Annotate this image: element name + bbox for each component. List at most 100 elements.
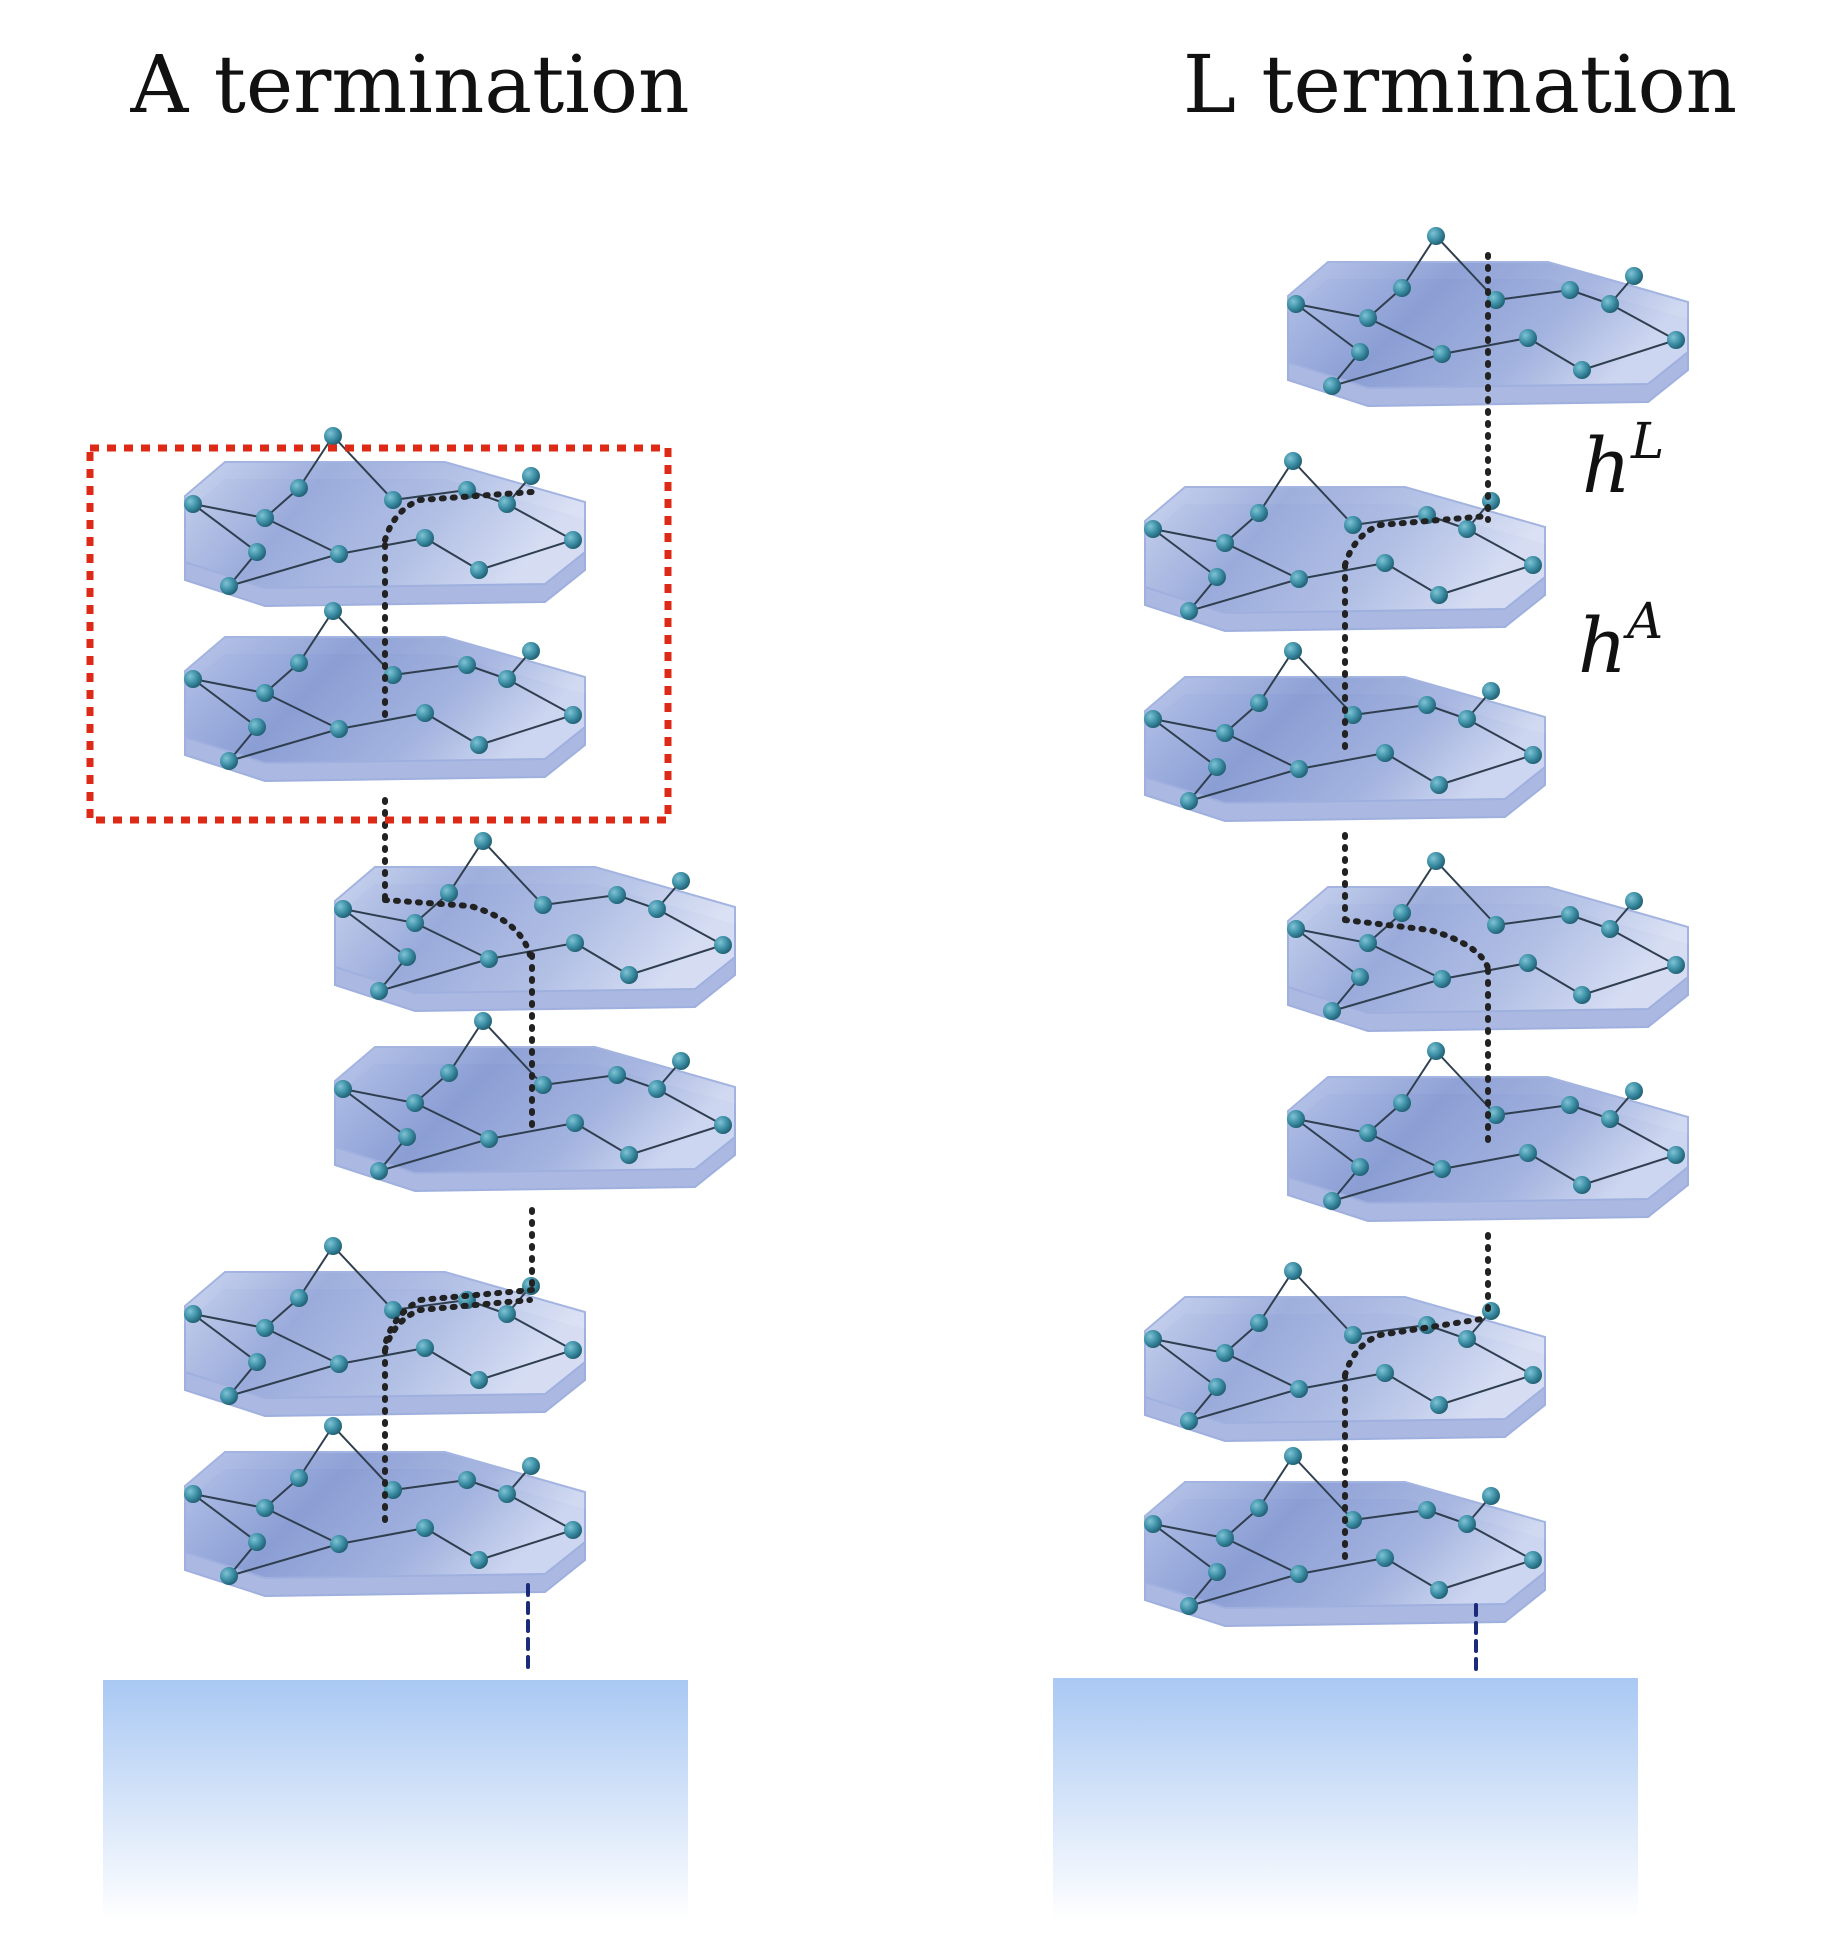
atom xyxy=(220,752,238,770)
atom xyxy=(1482,1302,1500,1320)
graphene-sheet xyxy=(184,1417,586,1598)
atom xyxy=(384,666,402,684)
bond-line xyxy=(574,942,630,976)
atom xyxy=(1216,1529,1234,1547)
atom xyxy=(474,1012,492,1030)
atom xyxy=(384,1301,402,1319)
atom xyxy=(1430,1581,1448,1599)
atom xyxy=(648,1080,666,1098)
atom xyxy=(1144,1515,1162,1533)
bond-line xyxy=(1258,1455,1294,1509)
layer-stacks xyxy=(103,227,1689,1920)
atom xyxy=(1418,1501,1436,1519)
atom xyxy=(564,1521,582,1539)
bond-line xyxy=(1466,528,1534,566)
bond-line xyxy=(506,503,574,541)
atom xyxy=(1359,1124,1377,1142)
bond-line xyxy=(298,435,334,489)
atom xyxy=(290,654,308,672)
bond-line xyxy=(1438,564,1534,596)
sheet-face xyxy=(334,866,736,995)
bond-line xyxy=(378,958,490,992)
bond-line xyxy=(1438,1559,1534,1591)
atom xyxy=(334,1080,352,1098)
bond-line xyxy=(1295,1118,1361,1168)
interlayer-link xyxy=(1342,513,1491,568)
atom xyxy=(384,491,402,509)
bond-line xyxy=(264,1507,340,1545)
atom xyxy=(1208,1378,1226,1396)
atom xyxy=(1418,696,1436,714)
atom xyxy=(1208,1563,1226,1581)
bond-line xyxy=(478,539,574,571)
atom xyxy=(1625,892,1643,910)
atom xyxy=(714,1116,732,1134)
atom xyxy=(416,1339,434,1357)
bond-line xyxy=(1152,718,1218,768)
atom xyxy=(184,1485,202,1503)
atom xyxy=(1180,1597,1198,1615)
atom xyxy=(1359,309,1377,327)
atom xyxy=(1667,331,1685,349)
atom xyxy=(406,1094,424,1112)
atom xyxy=(1427,227,1445,245)
bond-line xyxy=(1152,528,1218,578)
bond-line xyxy=(1224,1537,1300,1575)
bond-line xyxy=(1495,1104,1571,1116)
bond-line xyxy=(1331,978,1443,1012)
atom xyxy=(398,948,416,966)
atom xyxy=(458,656,476,674)
atom xyxy=(564,706,582,724)
atom xyxy=(1524,556,1542,574)
atom xyxy=(1427,852,1445,870)
atom xyxy=(1427,1042,1445,1060)
atom xyxy=(416,704,434,722)
height-label-ha-base: h xyxy=(1578,601,1627,690)
bond-line xyxy=(1367,1132,1443,1170)
bond-line xyxy=(192,503,266,519)
bond-line xyxy=(264,1327,340,1365)
atom xyxy=(498,495,516,513)
bond-line xyxy=(1295,303,1361,353)
atom xyxy=(1458,1330,1476,1348)
bond-line xyxy=(298,1425,334,1479)
atom xyxy=(440,1064,458,1082)
atom xyxy=(1323,1192,1341,1210)
atom xyxy=(564,531,582,549)
bond-line xyxy=(448,840,484,894)
atom xyxy=(1208,758,1226,776)
interlayer-link xyxy=(1342,917,1491,971)
atom xyxy=(290,1289,308,1307)
bond-line xyxy=(332,435,394,501)
bond-line xyxy=(192,678,258,728)
bond-line xyxy=(1609,928,1677,966)
atom xyxy=(1487,1106,1505,1124)
atom xyxy=(1430,1396,1448,1414)
atom xyxy=(1287,1110,1305,1128)
bond-line xyxy=(478,714,574,746)
atom xyxy=(1287,295,1305,313)
atom xyxy=(1323,1002,1341,1020)
atom xyxy=(1487,291,1505,309)
atom xyxy=(608,1066,626,1084)
atom xyxy=(1250,504,1268,522)
interlayer-link xyxy=(382,897,533,958)
bond-line xyxy=(1435,860,1497,926)
bond-line xyxy=(192,1493,258,1543)
atom xyxy=(498,1305,516,1323)
bond-line xyxy=(1224,1352,1300,1390)
bond-line xyxy=(1298,562,1386,580)
atom xyxy=(1208,568,1226,586)
atom xyxy=(1561,906,1579,924)
atom xyxy=(184,495,202,513)
atom xyxy=(324,1417,342,1435)
atom xyxy=(1144,710,1162,728)
atom xyxy=(608,886,626,904)
graphene-sheet xyxy=(1287,852,1689,1033)
bond-line xyxy=(1466,1338,1534,1376)
atom xyxy=(1250,1314,1268,1332)
bond-line xyxy=(628,944,724,976)
atom xyxy=(1344,1326,1362,1344)
atom xyxy=(470,1551,488,1569)
bond-line xyxy=(1152,528,1226,544)
